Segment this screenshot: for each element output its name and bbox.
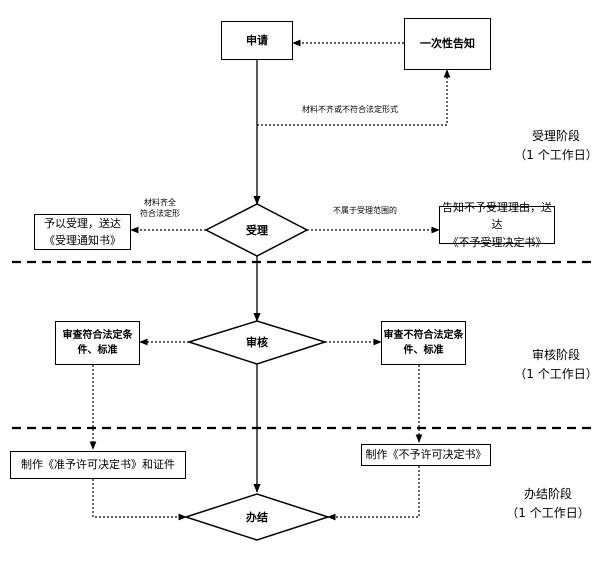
review-diamond-shape <box>186 320 328 365</box>
phase-finish-days: （1 个工作日） <box>506 506 590 521</box>
make-refusal-box: 制作《不予许可决定书》 <box>361 444 491 466</box>
review-right-line-1: 审查不符合法定条 <box>383 329 464 341</box>
review-left-line-2: 件、标准 <box>77 345 118 356</box>
phase-accept-title: 受理阶段 <box>531 129 580 143</box>
review-decision-label: 审核 <box>246 336 268 349</box>
accept-notice-box: 予以受理，送达 《受理通知书》 <box>34 214 131 250</box>
phase-accept: 受理阶段 （1 个工作日） <box>508 127 604 165</box>
phase-review: 审核阶段 （1 个工作日） <box>508 346 604 384</box>
apply-box: 申请 <box>221 21 293 60</box>
accept-diamond-shape <box>204 203 309 257</box>
review-left-box: 审查符合法定条 件、标准 <box>55 321 140 365</box>
phase-accept-days: （1 个工作日） <box>514 148 598 163</box>
make-license-box: 制作《准予许可决定书》和证件 <box>10 451 186 479</box>
finish-decision-label: 办结 <box>246 511 268 524</box>
edge-label-complete-line-1: 材料齐全 <box>144 198 176 207</box>
phase-review-title: 审核阶段 <box>531 348 580 362</box>
phase-finish: 办结阶段 （1 个工作日） <box>500 485 596 523</box>
edge-refusal-to-finish <box>327 466 420 521</box>
reject-notice-line-1: 告知不予受理理由，送达 <box>442 201 552 232</box>
phase-review-days: （1 个工作日） <box>514 367 598 382</box>
review-left-line-1: 审查符合法定条 <box>62 329 133 341</box>
notify-once-box: 一次性告知 <box>404 18 491 70</box>
edge-label-incomplete: 材料不齐或不符合法定形式 <box>302 105 398 114</box>
review-right-box: 审查不符合法定条 件、标准 <box>381 321 466 365</box>
notify-once-label: 一次性告知 <box>420 37 475 51</box>
phase-finish-title: 办结阶段 <box>523 487 572 501</box>
apply-label: 申请 <box>246 33 268 47</box>
edge-license-to-finish <box>92 479 187 521</box>
edge-label-complete: 材料齐全 符合法定形 <box>140 197 180 219</box>
reject-notice-box: 告知不予受理理由，送达 《不予受理决定书》 <box>439 201 555 249</box>
reject-notice-line-2: 《不予受理决定书》 <box>447 235 547 249</box>
accept-notice-line-2: 《受理通知书》 <box>44 234 121 247</box>
make-license-label: 制作《准予许可决定书》和证件 <box>21 458 175 472</box>
make-refusal-label: 制作《不予许可决定书》 <box>365 448 487 462</box>
accept-decision-label: 受理 <box>246 224 268 237</box>
accept-notice-line-1: 予以受理，送达 <box>44 216 121 230</box>
finish-diamond-shape <box>183 493 331 541</box>
edge-accept-to-notify <box>257 69 451 126</box>
review-right-line-2: 件、标准 <box>403 345 444 356</box>
edge-label-complete-line-2: 符合法定形 <box>140 209 180 219</box>
edge-label-out-of-scope: 不属于受理范围的 <box>333 206 397 215</box>
